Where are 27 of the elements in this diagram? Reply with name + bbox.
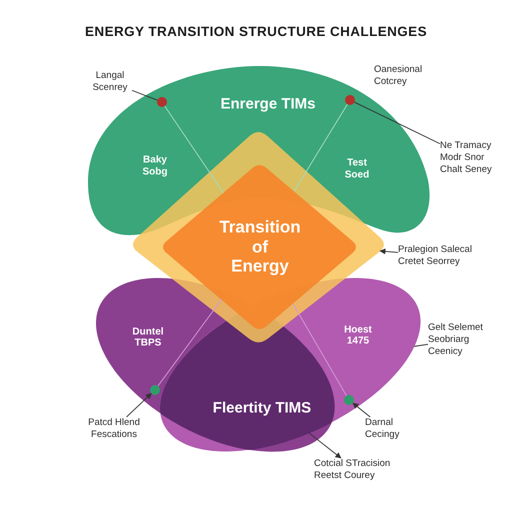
callout-text: Pralegion Salecal Cretet Seorrey [398, 244, 482, 268]
leader-line [308, 432, 342, 458]
region-heading: Fleertity TIMS [212, 399, 312, 417]
region-label: Baky Sobg [142, 154, 168, 178]
leader-line [352, 402, 371, 418]
callout-text: Patcd Hlend Fescations [86, 417, 142, 441]
leader-line [132, 90, 158, 101]
connector-line [164, 106, 224, 194]
connector-line [292, 303, 347, 396]
region-label: Hoest 1475 [343, 324, 373, 348]
callout-text: Oanesional Cotcrey [374, 64, 424, 88]
callout-text: Ne Tramacy Modr Snor Chalt Seney [440, 140, 498, 176]
callout-text: Langal Scenrey [88, 70, 132, 94]
callout-text: Cotcial STracision Reetst Courey [314, 458, 398, 482]
leader-line [414, 344, 428, 347]
callout-text: Darnal Cecingy [365, 417, 405, 441]
region-label: Test Soed [344, 158, 370, 180]
connector-line [157, 298, 222, 386]
connector-line [294, 104, 348, 192]
region-heading: Enrerge TIMs [220, 95, 316, 113]
diagram-title: ENERGY TRANSITION STRUCTURE CHALLENGES [85, 24, 427, 39]
callout-text: Gelt Selemet Seobriarg Ceenicy [428, 322, 488, 358]
leader-line [354, 102, 440, 144]
center-label: Transition of Energy [218, 218, 302, 276]
leader-line [126, 392, 152, 418]
region-label: Duntel TBPS [131, 326, 165, 350]
leader-line [379, 248, 398, 254]
